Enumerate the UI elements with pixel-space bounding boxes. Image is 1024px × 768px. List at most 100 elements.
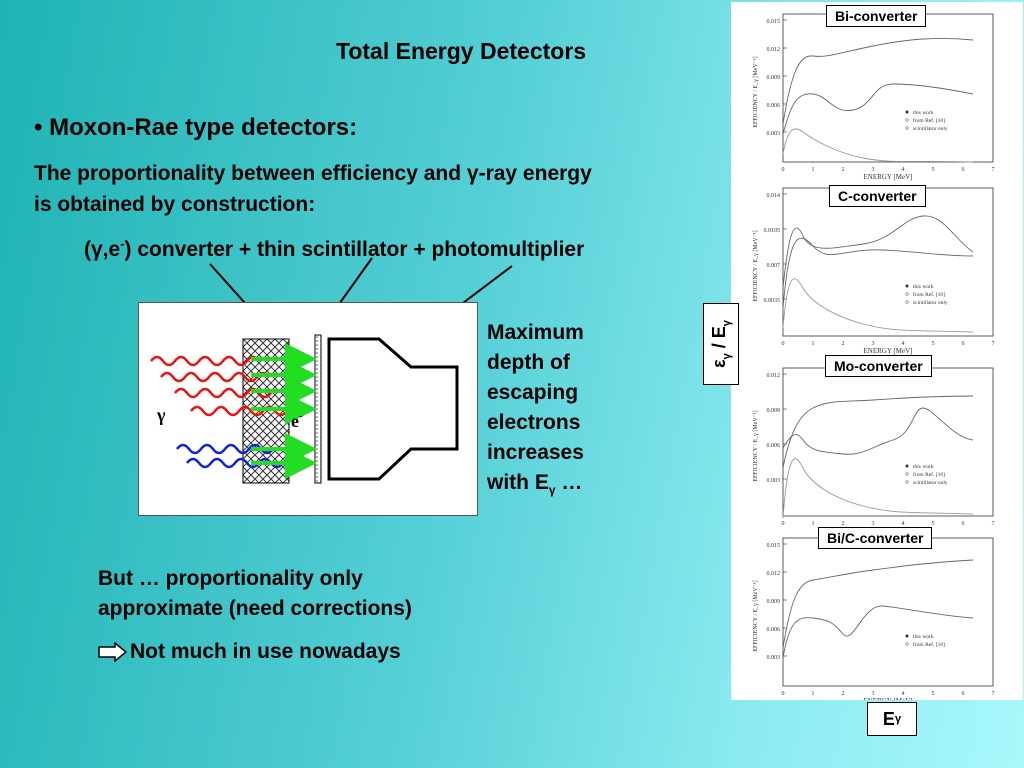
x-axis-label: E	[882, 708, 895, 729]
max-line: increases	[487, 441, 584, 464]
plot-series	[782, 407, 974, 455]
x-tick-label: 7	[992, 167, 995, 173]
x-tick-label: 5	[932, 341, 935, 347]
y-axis-title: EFFICIENCY / E_γ [MeV⁻¹]	[753, 580, 759, 651]
para-line-1: The proportionality between efficiency a…	[34, 162, 592, 185]
slide-title: Total Energy Detectors	[336, 38, 587, 64]
y-tick-label: 0.009	[767, 599, 781, 605]
legend-entry: from Ref. [10]	[913, 117, 945, 124]
tag-c-converter: C-converter	[829, 185, 926, 207]
legend-entry: from Ref. [10]	[913, 291, 945, 298]
y-axis-title: EFFICIENCY / E_γ [MeV⁻¹]	[753, 410, 759, 481]
intro-paragraph: The proportionality between efficiency a…	[34, 158, 724, 220]
x-tick-label: 7	[992, 691, 995, 697]
y-tick-label: 0.009	[767, 408, 781, 414]
x-tick-label: 5	[932, 167, 935, 173]
x-tick-label: 3	[872, 167, 875, 173]
legend-entry: from Ref. [10]	[913, 471, 945, 478]
y-tick-label: 0.003	[767, 131, 781, 137]
converter-sup: -	[120, 236, 125, 251]
x-tick-label: 6	[962, 341, 965, 347]
plot-series	[782, 37, 974, 125]
y-tick-label: 0.009	[767, 75, 781, 81]
x-tick-label: 2	[842, 521, 845, 527]
para-line-2: is obtained by construction:	[34, 193, 316, 216]
legend-marker	[905, 284, 909, 288]
caveat-line-1: But … proportionality only	[98, 567, 363, 590]
tag-bic-converter: Bi/C-converter	[818, 527, 933, 549]
x-tick-label: 0	[782, 691, 785, 697]
x-tick-label: 2	[842, 691, 845, 697]
x-tick-label: 0	[782, 521, 785, 527]
tag-mo-converter: Mo-converter	[825, 355, 932, 377]
right-arrow-icon	[98, 642, 128, 662]
y-axis-title: EFFICIENCY / E_γ [MeV⁻¹]	[753, 56, 759, 127]
x-tick-label: 0	[782, 167, 785, 173]
plot-series	[782, 237, 974, 309]
y-axis-label: εγ / Eγ	[709, 320, 733, 368]
y-tick-label: 0.015	[767, 543, 781, 549]
max-line: depth of	[487, 351, 570, 374]
tag-bi-converter: Bi-converter	[826, 5, 927, 27]
y-tick-label: 0.0105	[764, 228, 781, 234]
legend-marker	[905, 300, 909, 304]
y-tick-label: 0.015	[767, 19, 781, 25]
y-tick-label: 0.0035	[764, 298, 781, 304]
legend-marker	[905, 634, 909, 638]
x-tick-label: 1	[812, 691, 815, 697]
plot-series	[782, 395, 974, 469]
legend-marker	[905, 126, 909, 130]
y-tick-label: 0.003	[767, 478, 781, 484]
x-tick-label: 2	[842, 167, 845, 173]
x-tick-label: 6	[962, 691, 965, 697]
detector-diagram: γ e-	[138, 302, 478, 516]
converter-pre: (γ,e	[84, 238, 121, 261]
electron-arrows	[251, 343, 317, 479]
x-tick-label: 1	[812, 521, 815, 527]
scintillator-slab	[314, 334, 322, 484]
conclusion-text: Not much in use nowadays	[130, 640, 401, 663]
legend-marker	[905, 472, 909, 476]
legend-entry: scintillator only	[913, 480, 948, 486]
legend-marker	[905, 642, 909, 646]
x-tick-label: 1	[812, 341, 815, 347]
y-tick-label: 0.006	[767, 103, 781, 109]
legend-marker	[905, 110, 909, 114]
max-line: with Eγ …	[487, 471, 583, 498]
bullet-text: Moxon-Rae type detectors:	[49, 114, 358, 141]
y-axis-title: EFFICIENCY / E_γ [MeV⁻¹]	[753, 230, 759, 301]
x-tick-label: 2	[842, 341, 845, 347]
plot-series	[782, 458, 974, 519]
x-tick-label: 3	[872, 691, 875, 697]
plot-series	[782, 128, 974, 163]
x-tick-label: 5	[932, 521, 935, 527]
x-axis-title: ENERGY [MeV]	[864, 173, 913, 181]
gamma-symbol: γ	[156, 405, 166, 425]
legend-entry: scintillator only	[913, 126, 948, 132]
legend-entry: this work	[913, 284, 934, 290]
y-tick-label: 0.014	[767, 193, 781, 199]
plot-series	[782, 278, 974, 333]
caveat-text: But … proportionality only approximate (…	[98, 564, 412, 624]
legend-entry: this work	[913, 634, 934, 640]
caveat-line-2: approximate (need corrections)	[98, 597, 412, 620]
x-axis-title: ENERGY [MeV]	[864, 697, 913, 700]
detector-schematic: γ e-	[150, 334, 459, 484]
x-tick-label: 3	[872, 341, 875, 347]
max-line: Maximum	[487, 321, 584, 344]
bullet-heading: • Moxon-Rae type detectors:	[34, 114, 358, 141]
y-tick-label: 0.003	[767, 655, 781, 661]
y-tick-label: 0.007	[767, 263, 781, 269]
converter-post: ) converter + thin scintillator + photom…	[124, 238, 585, 261]
max-depth-note: Maximum depth of escaping electrons incr…	[487, 318, 617, 505]
x-tick-label: 0	[782, 341, 785, 347]
legend-entry: this work	[913, 110, 934, 116]
x-tick-label: 4	[902, 167, 905, 173]
legend-marker	[905, 480, 909, 484]
converter-line: (γ,e-) converter + thin scintillator + p…	[84, 236, 584, 262]
legend-marker	[905, 118, 909, 122]
